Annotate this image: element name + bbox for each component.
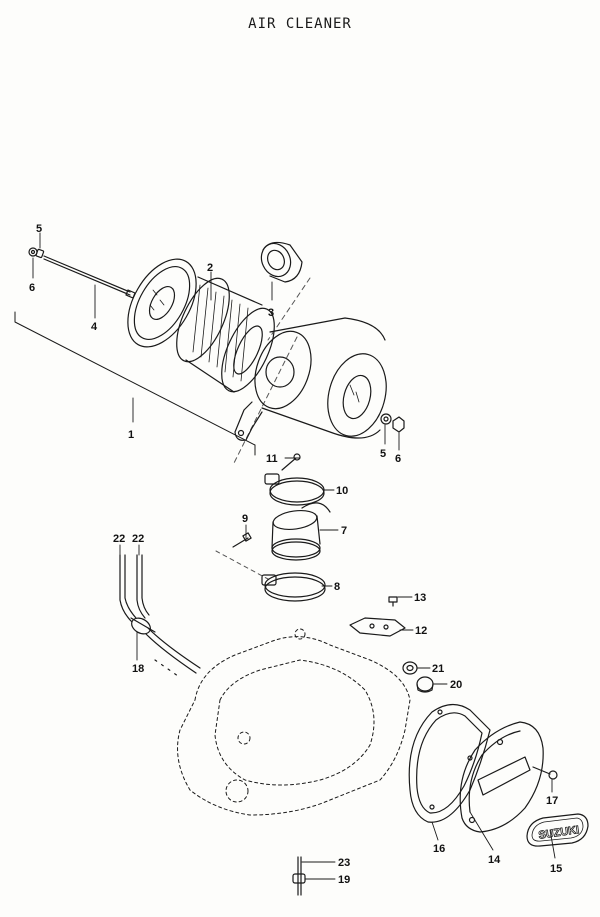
long-bolt-4 <box>28 247 136 299</box>
cover-plate-12 <box>349 617 406 637</box>
crankcase-cover <box>177 628 411 816</box>
callout-3: 3 <box>268 307 274 319</box>
callout-9: 9 <box>242 513 248 525</box>
gasket-16 <box>408 703 491 823</box>
callout-5b: 5 <box>380 448 386 460</box>
callout-19: 19 <box>338 874 350 886</box>
callout-22b: 22 <box>132 533 144 545</box>
callout-7: 7 <box>341 525 347 537</box>
drain-fitting-19-23 <box>292 856 306 896</box>
callout-6a: 6 <box>29 282 35 294</box>
leader-lines <box>32 232 556 880</box>
case-nut-6 <box>392 416 405 433</box>
breather-hoses-22 <box>119 554 201 677</box>
callout-11: 11 <box>266 453 278 465</box>
suzuki-emblem-15: SUZUKI <box>526 813 589 847</box>
callout-20: 20 <box>450 679 462 691</box>
hose-clamp-8 <box>261 572 326 602</box>
callout-17: 17 <box>546 795 558 807</box>
callout-13: 13 <box>414 592 426 604</box>
callout-10: 10 <box>336 485 348 497</box>
callout-14: 14 <box>488 854 501 866</box>
callout-4: 4 <box>91 321 98 333</box>
callout-23: 23 <box>338 857 350 869</box>
cap-20 <box>416 676 434 693</box>
dashed-guide-screw <box>215 550 269 580</box>
callout-18: 18 <box>132 663 144 675</box>
dashed-guide-cover <box>232 336 298 466</box>
case-washer-5 <box>380 413 392 425</box>
clamp-screw-9 <box>232 532 252 548</box>
cap-screw-13 <box>388 596 398 607</box>
clamp-screw-11 <box>281 453 301 471</box>
cover-screw-17 <box>532 766 558 780</box>
callout-16: 16 <box>433 843 445 855</box>
callout-2: 2 <box>207 262 213 274</box>
callout-1: 1 <box>128 429 134 441</box>
diagram-title: AIR CLEANER <box>248 16 352 32</box>
callout-8: 8 <box>334 581 340 593</box>
intake-elbow-3 <box>260 241 303 283</box>
assembly-bracket-1 <box>14 311 256 456</box>
callout-15: 15 <box>550 863 562 875</box>
intake-pipe-7 <box>271 502 331 561</box>
callout-5a: 5 <box>36 223 42 235</box>
hose-clamp-10 <box>264 473 325 506</box>
callout-22a: 22 <box>113 533 125 545</box>
callout-21: 21 <box>432 663 444 675</box>
hose-joint-18 <box>130 617 156 635</box>
callout-12: 12 <box>415 625 427 637</box>
outer-cover-14 <box>459 721 544 833</box>
grommet-21 <box>402 661 418 675</box>
filter-element-2 <box>176 276 275 393</box>
dashed-guide-elbow <box>267 277 311 341</box>
cleaner-case <box>234 317 387 441</box>
cleaner-cover-plate <box>127 258 197 348</box>
callout-6b: 6 <box>395 453 401 465</box>
